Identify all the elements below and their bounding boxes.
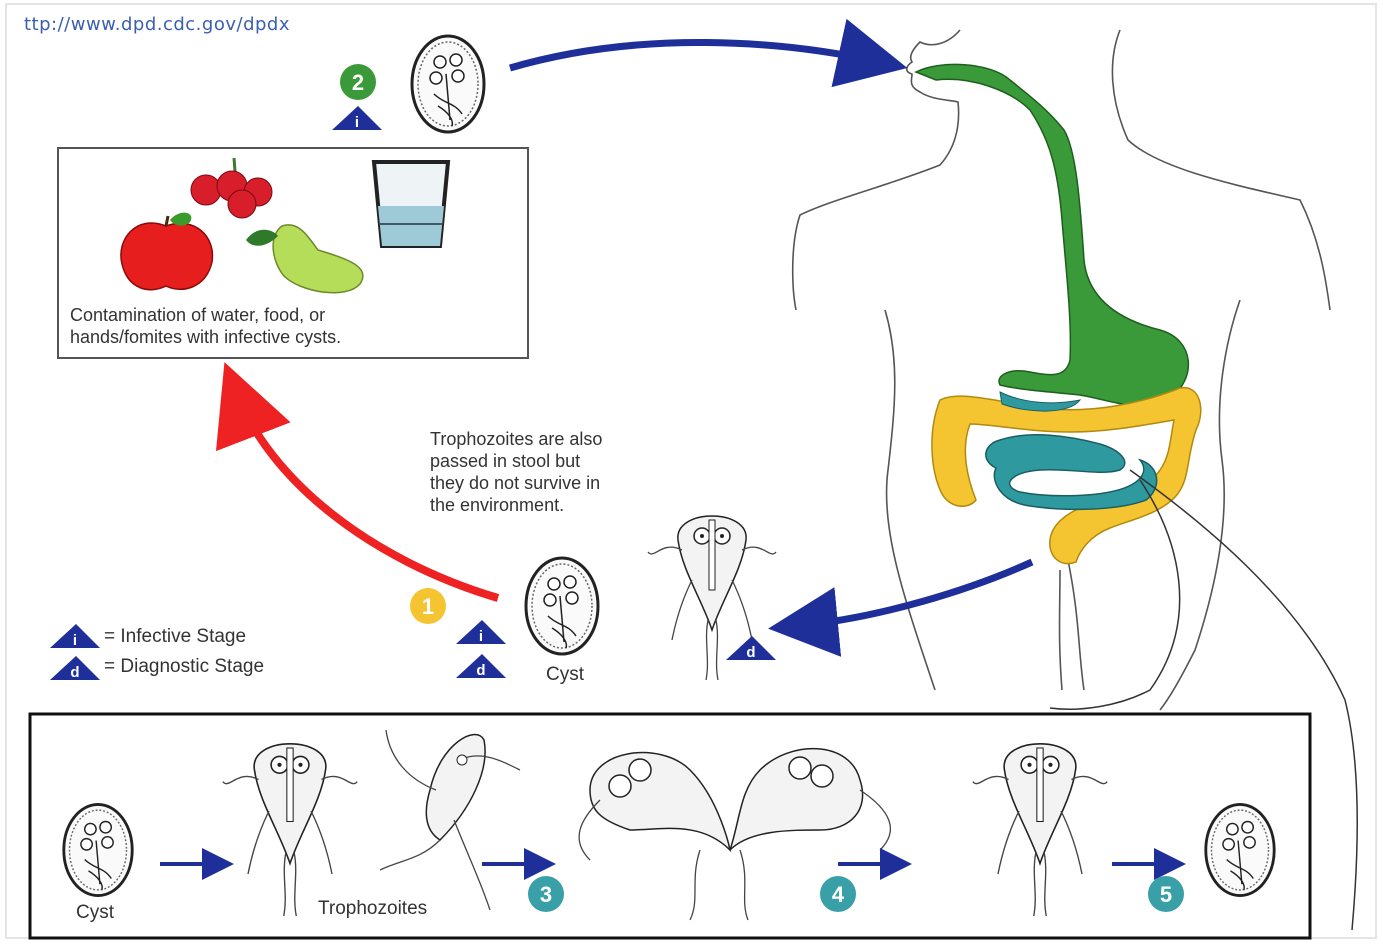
contamination-caption-line-2: hands/fomites with infective cysts. bbox=[70, 326, 530, 348]
infective-cyst-top bbox=[412, 36, 484, 132]
legend-infective-symbol: i bbox=[50, 624, 100, 649]
small-intestine bbox=[986, 435, 1157, 510]
diagnostic-marker-trophozoite: d bbox=[726, 636, 776, 661]
step-4-number: 4 bbox=[832, 882, 845, 907]
trophozoite-note: Trophozoites are also passed in stool bu… bbox=[430, 428, 750, 516]
legend-diagnostic-symbol: d bbox=[50, 656, 100, 681]
legend: i d bbox=[50, 624, 100, 681]
step-2-marker: 2 bbox=[340, 64, 376, 100]
trophozoite-note-line-1: Trophozoites are also bbox=[430, 428, 750, 450]
step-3-number: 3 bbox=[540, 882, 552, 907]
infective-marker-letter: i bbox=[479, 628, 483, 645]
trophozoite-note-line-2: passed in stool but bbox=[430, 450, 750, 472]
excysting-cyst bbox=[64, 804, 132, 895]
trophozoites-bottom-label: Trophozoites bbox=[318, 898, 427, 920]
legend-diagnostic-letter: d bbox=[70, 664, 79, 681]
legend-infective-letter: i bbox=[73, 632, 77, 649]
trophozoite-note-line-3: they do not survive in bbox=[430, 472, 750, 494]
legend-infective-text: = Infective Stage bbox=[104, 626, 246, 648]
step-3-marker: 3 bbox=[528, 876, 564, 912]
infective-marker-stool: i bbox=[456, 620, 506, 645]
diagnostic-marker-letter: d bbox=[476, 662, 485, 679]
step-1-number: 1 bbox=[422, 594, 434, 619]
new-cyst bbox=[1206, 804, 1274, 895]
infective-marker-top: i bbox=[332, 106, 382, 131]
source-url[interactable]: ttp://www.dpd.cdc.gov/dpdx bbox=[24, 14, 290, 35]
excretion-arrow bbox=[796, 562, 1032, 626]
contamination-caption: Contamination of water, food, or hands/f… bbox=[70, 304, 530, 348]
trophozoite-note-line-4: the environment. bbox=[430, 494, 750, 516]
water-glass-icon bbox=[374, 162, 448, 246]
diagnostic-marker-stool-cyst: d bbox=[456, 654, 506, 679]
diagnostic-marker-letter: d bbox=[746, 644, 755, 661]
step-1-marker: 1 bbox=[410, 588, 446, 624]
cyst-bottom-label: Cyst bbox=[76, 902, 114, 924]
infective-marker-letter: i bbox=[355, 114, 359, 131]
ingestion-arrow bbox=[510, 42, 880, 68]
cyst-stool-label: Cyst bbox=[546, 664, 584, 686]
contamination-caption-line-1: Contamination of water, food, or bbox=[70, 304, 530, 326]
legend-diagnostic-text: = Diagnostic Stage bbox=[104, 656, 264, 678]
step-5-number: 5 bbox=[1160, 882, 1172, 907]
step-5-marker: 5 bbox=[1148, 876, 1184, 912]
esophagus-and-stomach bbox=[916, 64, 1188, 405]
step-2-number: 2 bbox=[352, 70, 364, 95]
cyst-in-stool bbox=[526, 558, 598, 654]
large-intestine bbox=[932, 388, 1201, 564]
step-4-marker: 4 bbox=[820, 876, 856, 912]
